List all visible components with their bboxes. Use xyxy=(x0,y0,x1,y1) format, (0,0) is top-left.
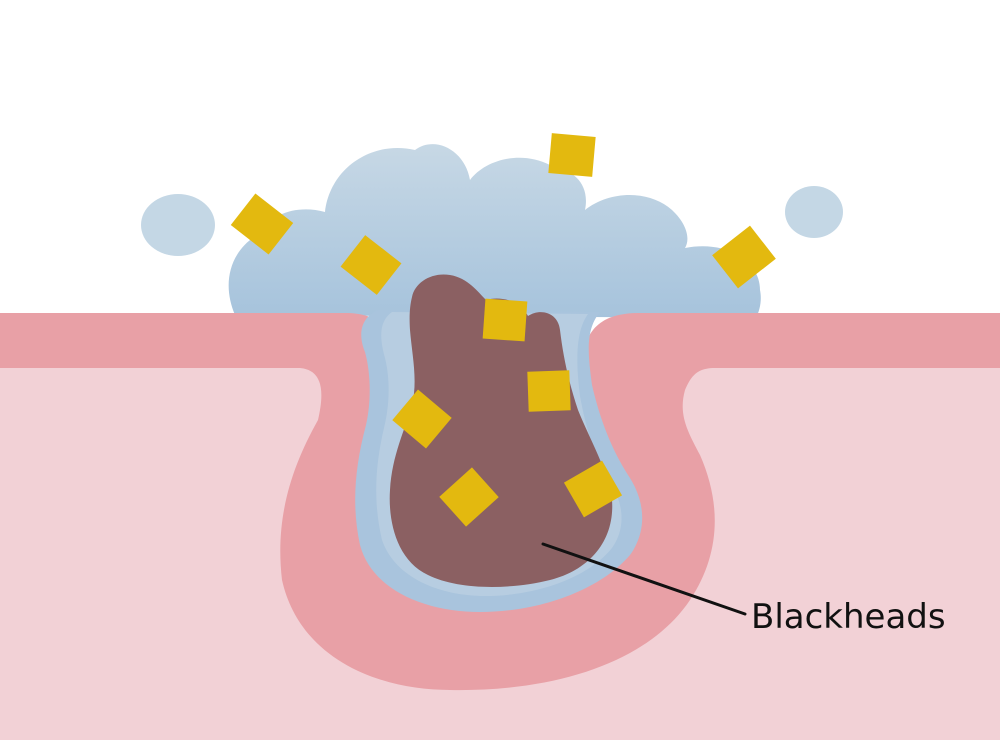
label-leader-line xyxy=(541,542,747,616)
cleansing-particle-icon xyxy=(548,133,596,177)
cleansing-particle-icon xyxy=(340,235,402,295)
cleansing-particle-icon xyxy=(482,298,528,342)
cleansing-particle-icon xyxy=(230,193,294,255)
cleansing-particles xyxy=(230,133,776,527)
blackheads-label: Blackheads xyxy=(751,597,946,637)
skin-inner xyxy=(0,368,1000,740)
small-bubble-right xyxy=(785,186,843,238)
blackhead-plug-icon xyxy=(389,274,613,587)
small-bubble-left xyxy=(141,194,215,256)
cleansing-particle-icon xyxy=(527,370,571,412)
cleansing-particle-icon xyxy=(439,467,499,527)
cleansing-particle-icon xyxy=(712,225,776,289)
cleansing-particle-icon xyxy=(392,389,452,449)
cleansing-particle-icon xyxy=(563,460,623,518)
